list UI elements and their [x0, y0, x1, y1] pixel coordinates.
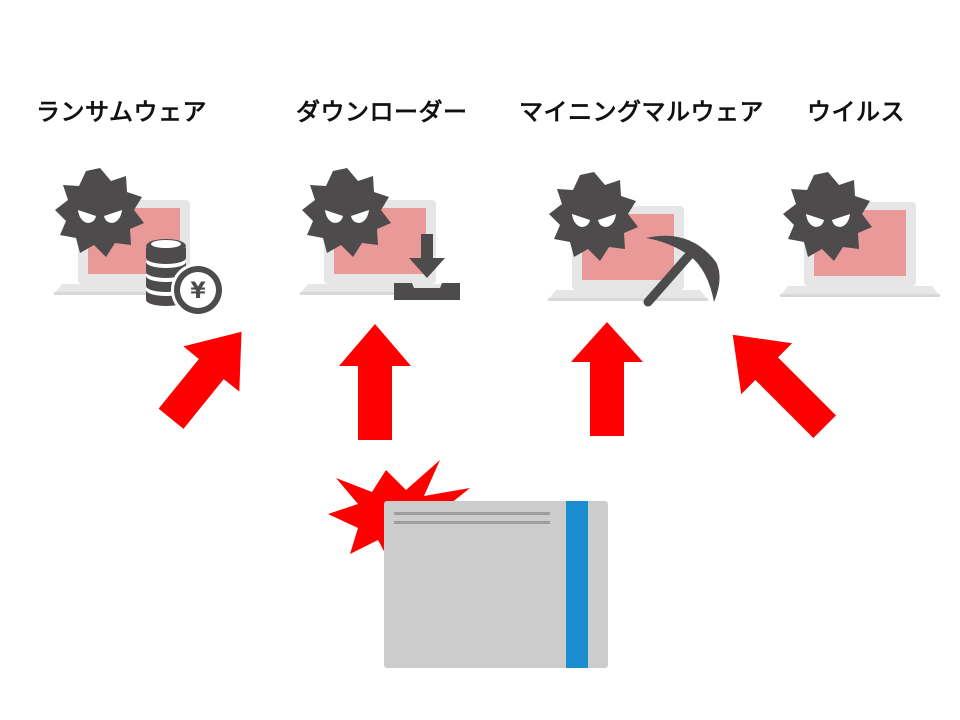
threat-label-mining-malware: マイニングマルウェア	[519, 98, 764, 126]
pickaxe-icon	[643, 235, 720, 307]
malware-icon	[302, 168, 391, 257]
virus-group	[780, 172, 940, 297]
threat-label-ransomware: ランサムウェア	[36, 98, 208, 126]
ransomware-group: ¥	[54, 168, 225, 317]
arrow-downloader	[339, 324, 411, 440]
threat-label-virus: ウイルス	[807, 98, 905, 126]
threat-label-downloader: ダウンローダー	[296, 98, 468, 126]
mining-malware-group	[548, 172, 720, 307]
ransomware-coins-icon: ¥	[146, 239, 225, 317]
target-device	[384, 501, 608, 668]
svg-text:¥: ¥	[190, 279, 206, 304]
arrow-virus	[732, 334, 836, 438]
download-icon	[394, 234, 460, 300]
arrow-ransomware	[158, 331, 242, 429]
malware-icon	[549, 172, 638, 261]
downloader-group	[300, 168, 460, 300]
arrow-mining-malware	[571, 322, 643, 436]
malware-icon	[55, 168, 144, 257]
virus-icon	[783, 172, 872, 261]
